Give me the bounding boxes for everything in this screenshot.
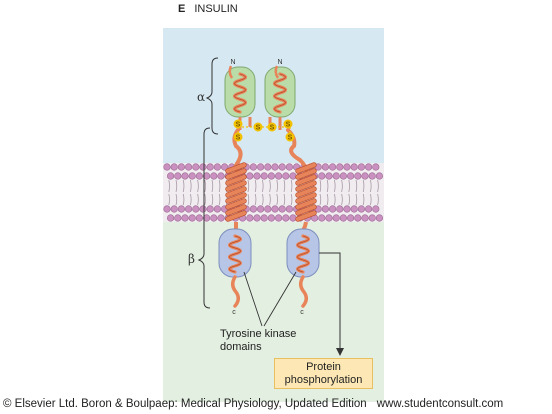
kinase-label-line1: Tyrosine kinase (220, 328, 297, 340)
c-tail-right (299, 275, 308, 308)
lipid-bilayer (163, 163, 384, 222)
tyrosine-kinase-label: Tyrosine kinase domains (220, 328, 296, 354)
transmembrane-helix-right (295, 162, 317, 222)
output-line1: Protein (306, 360, 341, 373)
alpha-subunit-left (224, 66, 256, 118)
panel-title: E INSULIN (178, 3, 238, 15)
footer-credit: © Elsevier Ltd. Boron & Boulpaep: Medica… (3, 398, 503, 410)
alpha-subunit-right (264, 66, 296, 118)
tyrosine-kinase-domain-right (286, 228, 320, 278)
svg-text:S: S (236, 122, 241, 129)
copyright-text: © Elsevier Ltd. Boron & Boulpaep: Medica… (3, 398, 367, 410)
alpha-bracket (205, 57, 219, 135)
footer-url[interactable]: www.studentconsult.com (376, 398, 504, 410)
sulfur-atoms: S S S S S S (233, 119, 295, 142)
svg-text:S: S (236, 135, 241, 142)
output-line2: phosphorylation (284, 373, 363, 386)
panel-title-text: INSULIN (194, 3, 238, 15)
kinase-label-line2: domains (220, 341, 262, 353)
n-terminus-label-right: N (277, 59, 282, 66)
phosphorylation-arrow (319, 252, 341, 350)
protein-phosphorylation-box: Protein phosphorylation (274, 358, 373, 389)
beta-bracket (197, 127, 211, 309)
panel-letter: E (178, 3, 186, 15)
svg-text:S: S (286, 122, 291, 129)
c-terminus-label-right: c (300, 309, 304, 316)
c-tail-left (231, 275, 240, 308)
c-terminus-label-left: c (232, 309, 236, 316)
n-terminus-label-left: N (230, 59, 235, 66)
alpha-label: α (197, 90, 206, 104)
svg-text:S: S (288, 135, 293, 142)
svg-text:S: S (270, 125, 275, 132)
tyrosine-kinase-domain-left (218, 228, 252, 278)
transmembrane-helix-left (225, 162, 247, 222)
svg-text:S: S (256, 125, 261, 132)
beta-label: β (188, 252, 195, 266)
